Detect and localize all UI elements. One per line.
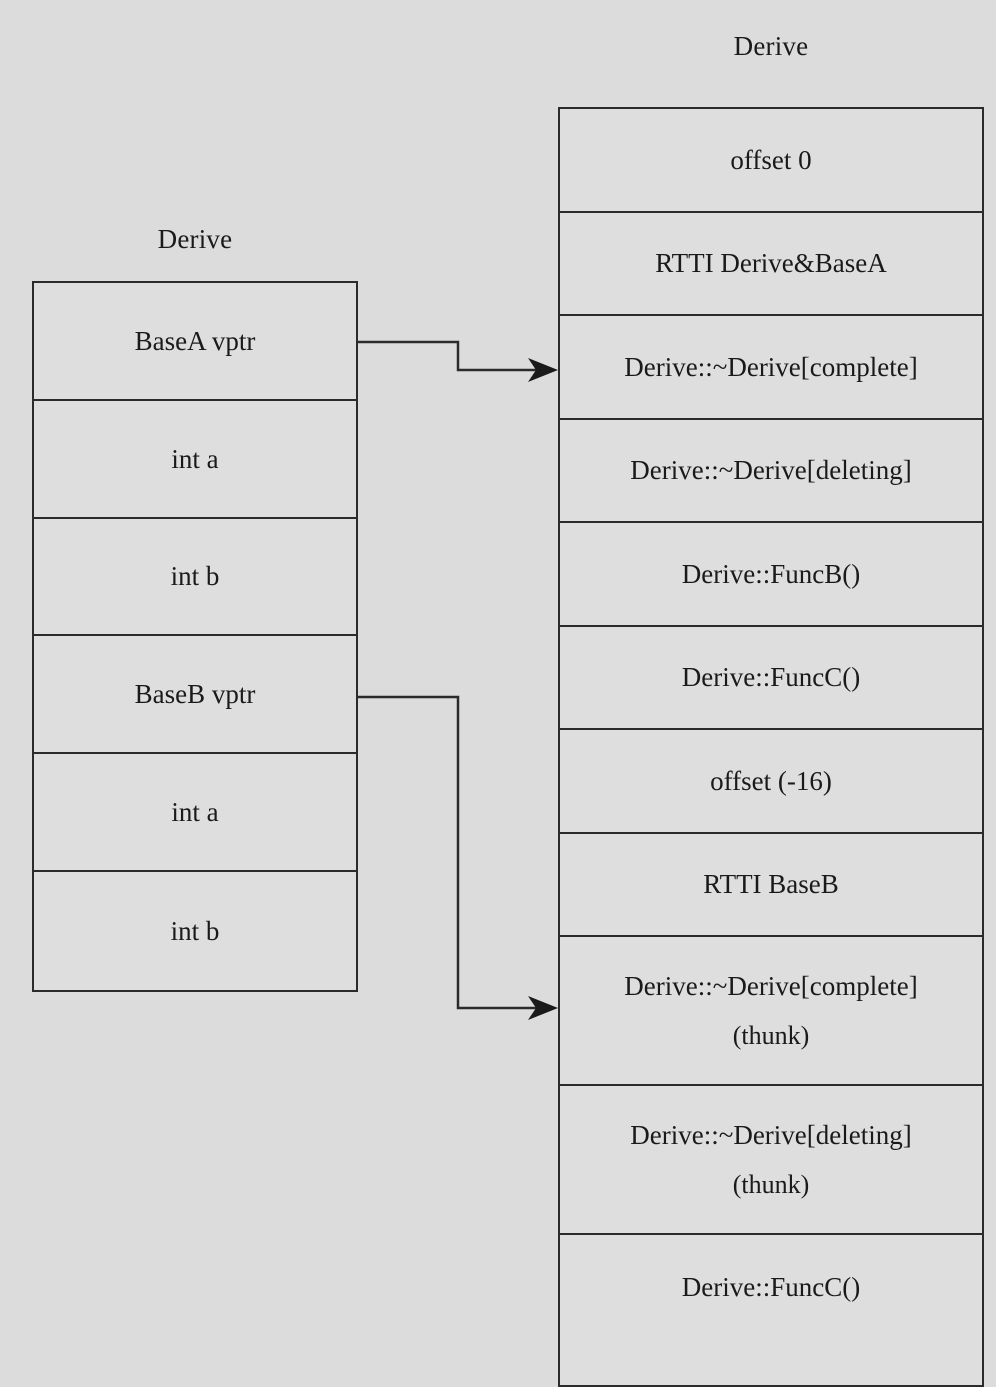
- vtable-entry-rtti-baseb: RTTI BaseB: [560, 833, 982, 937]
- connector-basea-vptr-line: [358, 340, 540, 372]
- object-slot-label: int a: [171, 443, 219, 474]
- object-slot-basea-vptr: BaseA vptr: [34, 283, 356, 401]
- vtable-entry-dtor-complete-thunk: Derive::~Derive[complete] (thunk): [560, 937, 982, 1086]
- vtable-entry-dtor-deleting: Derive::~Derive[deleting]: [560, 419, 982, 523]
- vtable-entry-sublabel: (thunk): [732, 1021, 810, 1051]
- vtable-entry-label: Derive::FuncC(): [681, 1271, 861, 1302]
- vtable-entry-offset-minus-16: offset (-16): [560, 730, 982, 834]
- object-slot-int-b-2: int b: [34, 872, 356, 990]
- vtable-entry-label: offset 0: [730, 144, 812, 175]
- vtable-entry-funcc-primary: Derive::FuncC(): [560, 626, 982, 730]
- vtable-entry-label: Derive::~Derive[complete]: [624, 351, 918, 382]
- object-slot-int-a-2: int a: [34, 754, 356, 873]
- vtable-entry-label: Derive::FuncB(): [681, 558, 861, 589]
- object-layout-title: Derive: [157, 224, 233, 254]
- vtable-entry-label: Derive::~Derive[deleting]: [630, 1119, 912, 1150]
- object-slot-label: int a: [171, 797, 219, 828]
- object-slot-label: BaseB vptr: [134, 679, 256, 710]
- vtable-entry-label: RTTI Derive&BaseA: [655, 248, 887, 279]
- vtable-entry-label: offset (-16): [710, 765, 832, 796]
- vtable-entry-sublabel: (thunk): [732, 1170, 810, 1200]
- vtable-entry-label: Derive::~Derive[deleting]: [630, 455, 912, 486]
- object-slot-baseb-vptr: BaseB vptr: [34, 636, 356, 755]
- diagram-canvas: Derive BaseA vptr int a int b BaseB vptr…: [32, 31, 984, 1387]
- vtable-entry-funcc-secondary: Derive::FuncC(): [560, 1235, 982, 1339]
- vtable-entry-dtor-deleting-thunk: Derive::~Derive[deleting] (thunk): [560, 1086, 982, 1235]
- vtable-entry-offset-0: offset 0: [560, 109, 982, 213]
- object-slot-int-b-1: int b: [34, 518, 356, 637]
- vtable-box: offset 0 RTTI Derive&BaseA Derive::~Deri…: [558, 107, 984, 1387]
- connector-basea-vptr-arrowhead: [528, 358, 558, 382]
- object-slot-label: BaseA vptr: [134, 325, 256, 356]
- object-layout-box: BaseA vptr int a int b BaseB vptr int a …: [32, 281, 358, 992]
- connector-baseb-vptr-arrowhead: [528, 996, 558, 1020]
- vtable-entry-label: Derive::FuncC(): [681, 662, 861, 693]
- vtable-entry-funcb: Derive::FuncB(): [560, 523, 982, 627]
- object-slot-int-a-1: int a: [34, 400, 356, 519]
- vtable-entry-rtti-derive-basea: RTTI Derive&BaseA: [560, 212, 982, 316]
- vtable-entry-label: Derive::~Derive[complete]: [624, 970, 918, 1001]
- object-slot-label: int b: [170, 915, 220, 946]
- connector-baseb-vptr-line: [358, 695, 540, 1010]
- vtable-title: Derive: [733, 31, 809, 61]
- vtable-entry-dtor-complete: Derive::~Derive[complete]: [560, 316, 982, 420]
- vtable-entry-label: RTTI BaseB: [703, 869, 839, 900]
- object-slot-label: int b: [170, 561, 220, 592]
